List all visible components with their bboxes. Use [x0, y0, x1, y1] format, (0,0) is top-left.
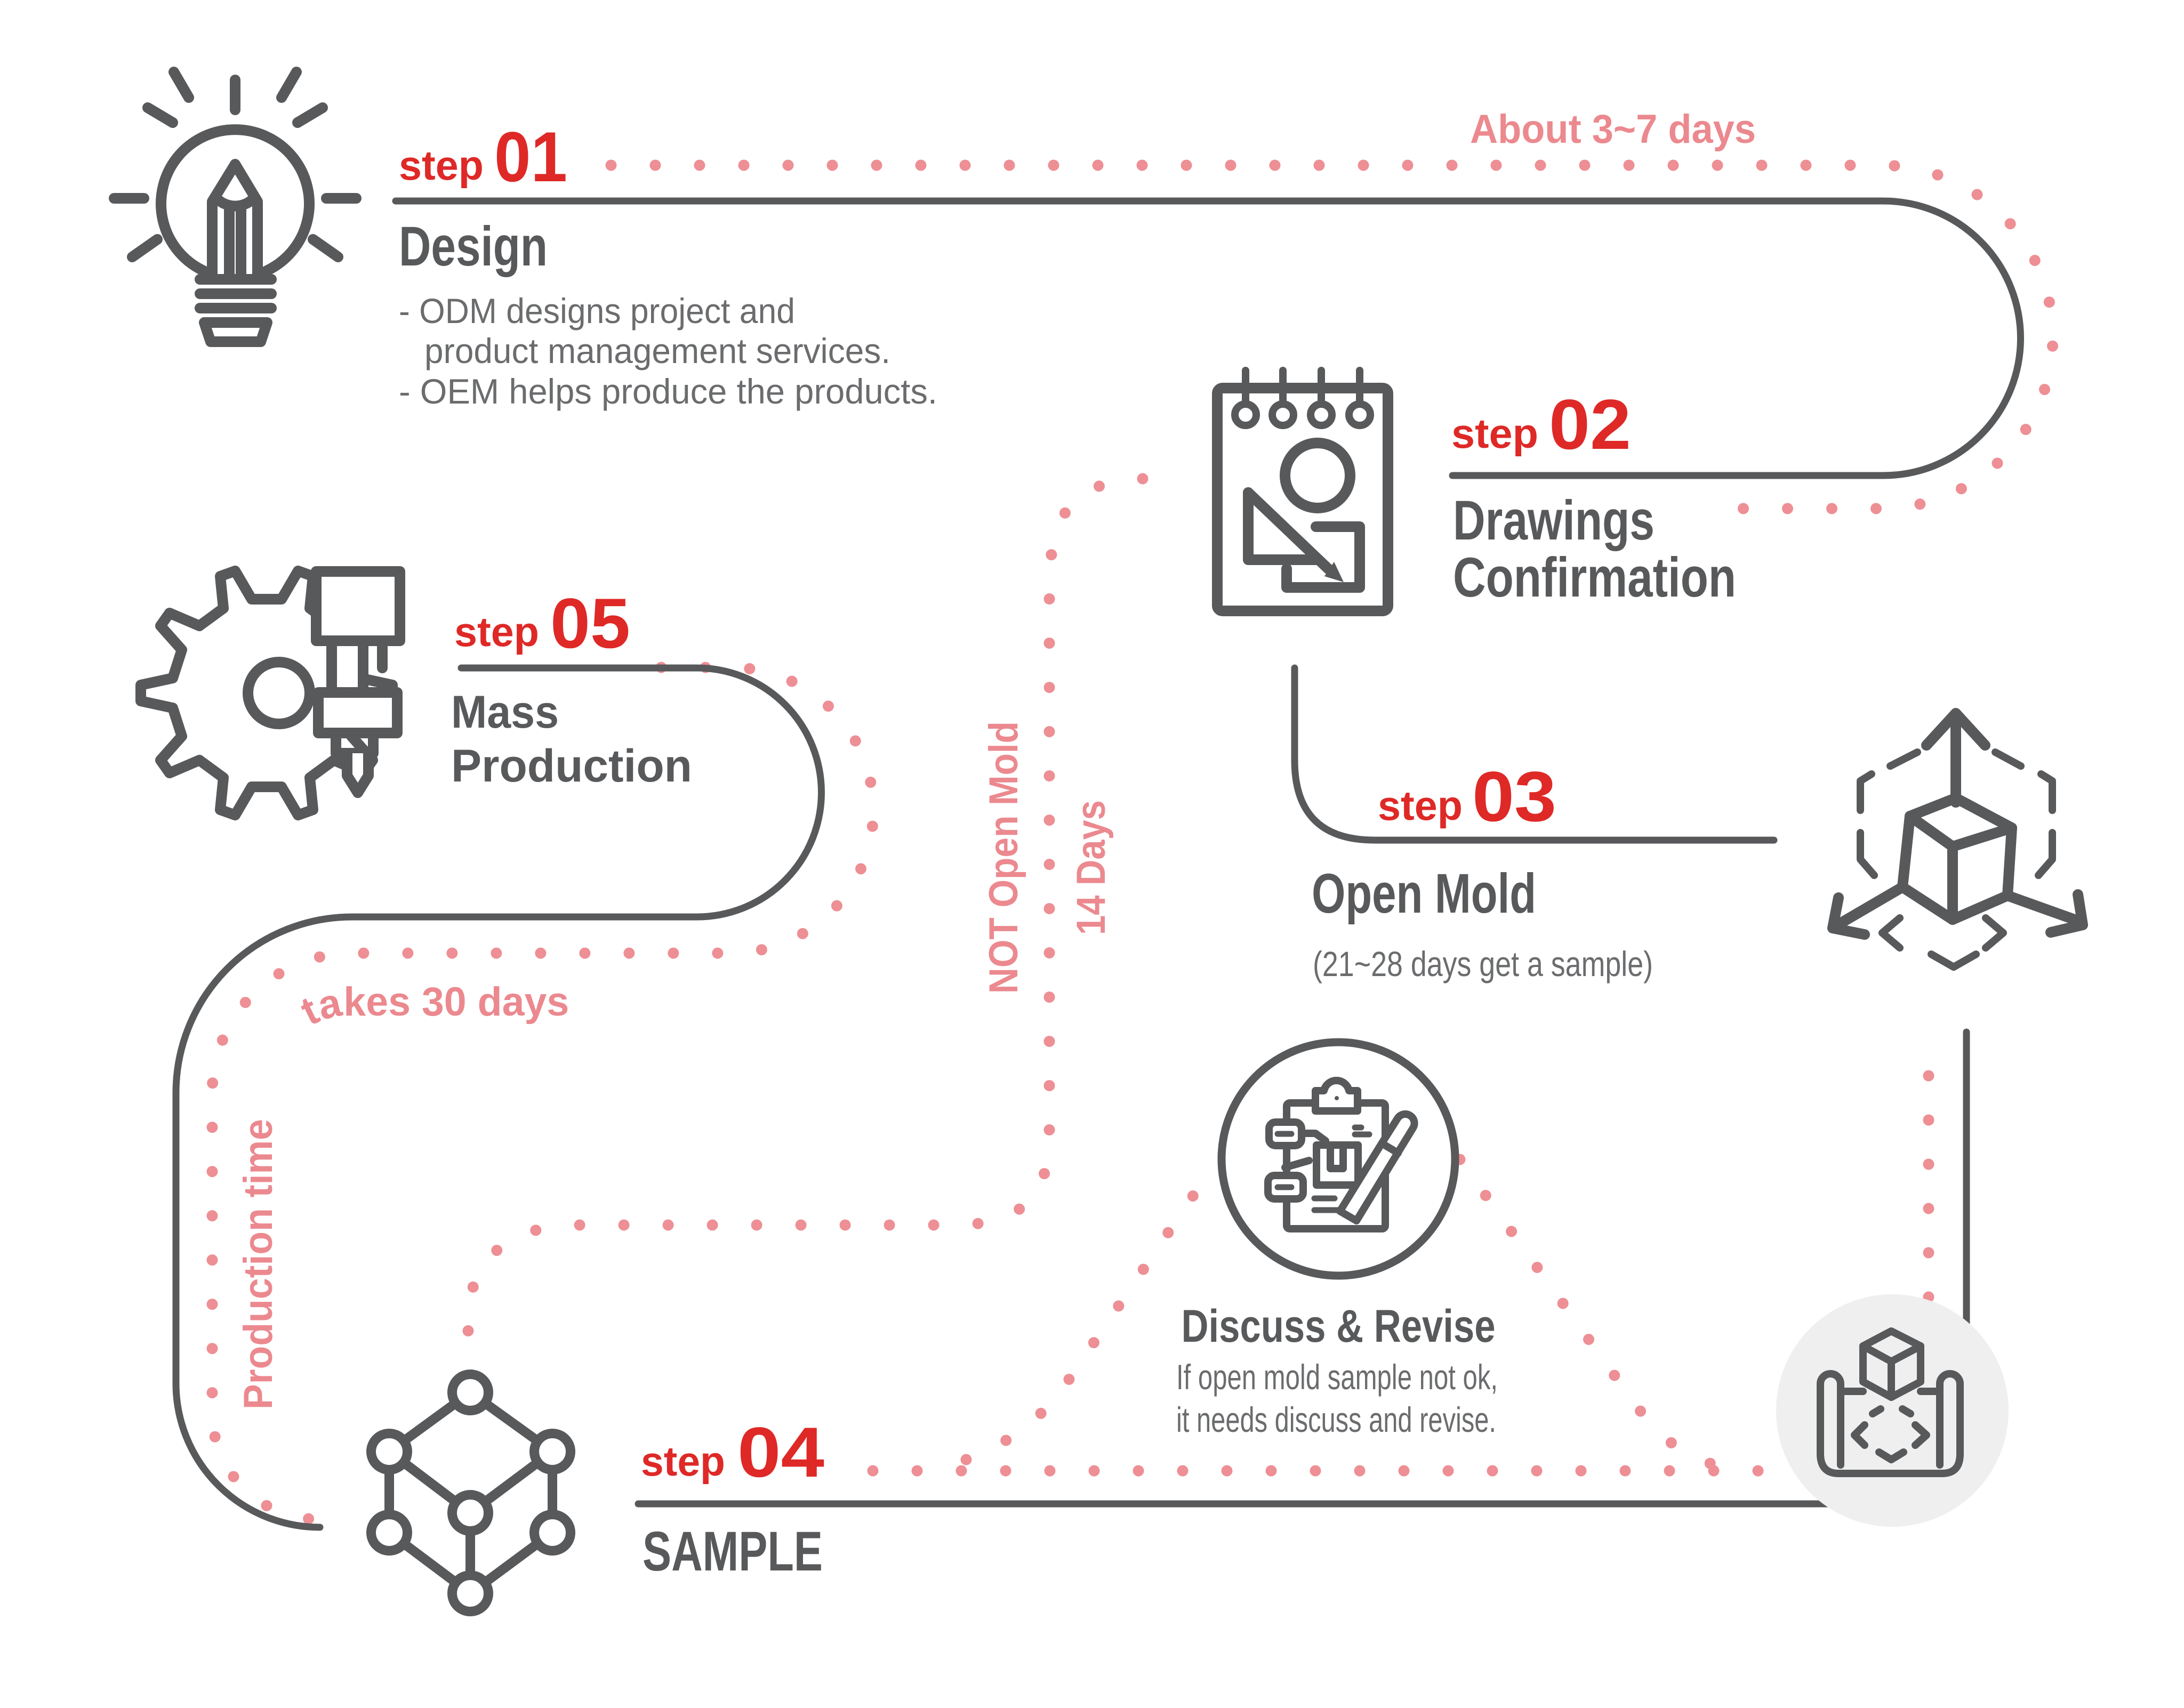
svg-text:If open mold sample not ok,: If open mold sample not ok,	[1176, 1357, 1498, 1397]
svg-text:step: step	[1451, 410, 1538, 457]
svg-text:step: step	[399, 142, 484, 189]
svg-text:step: step	[454, 608, 539, 655]
svg-text:- ODM designs project and: - ODM designs project and	[399, 291, 795, 331]
svg-text:05: 05	[550, 584, 630, 663]
svg-text:- OEM helps produce the produc: - OEM helps produce the products.	[399, 372, 937, 411]
svg-text:Production: Production	[451, 740, 692, 792]
svg-text:Mass: Mass	[451, 687, 559, 738]
svg-text:14 Days: 14 Days	[1069, 800, 1114, 935]
svg-text:Drawings: Drawings	[1453, 489, 1655, 552]
svg-text:Production time: Production time	[236, 1119, 281, 1409]
svg-text:01: 01	[494, 118, 567, 197]
svg-text:04: 04	[737, 1413, 824, 1492]
svg-text:Discuss & Revise: Discuss & Revise	[1182, 1301, 1496, 1352]
svg-text:step: step	[641, 1438, 725, 1485]
svg-text:product management services.: product management services.	[424, 331, 890, 370]
svg-text:NOT Open Mold: NOT Open Mold	[981, 721, 1026, 994]
svg-text:Confirmation: Confirmation	[1453, 546, 1736, 609]
svg-text:About 3~7 days: About 3~7 days	[1470, 107, 1756, 152]
svg-text:(21~28 days get a sample): (21~28 days get a sample)	[1313, 944, 1653, 984]
svg-text:02: 02	[1549, 385, 1631, 464]
svg-text:step: step	[1378, 782, 1463, 829]
svg-text:Design: Design	[399, 215, 548, 278]
svg-text:Open Mold: Open Mold	[1312, 863, 1536, 925]
svg-text:it needs discuss and revise.: it needs discuss and revise.	[1176, 1400, 1496, 1439]
svg-text:SAMPLE: SAMPLE	[643, 1520, 823, 1583]
svg-text:03: 03	[1472, 758, 1556, 836]
